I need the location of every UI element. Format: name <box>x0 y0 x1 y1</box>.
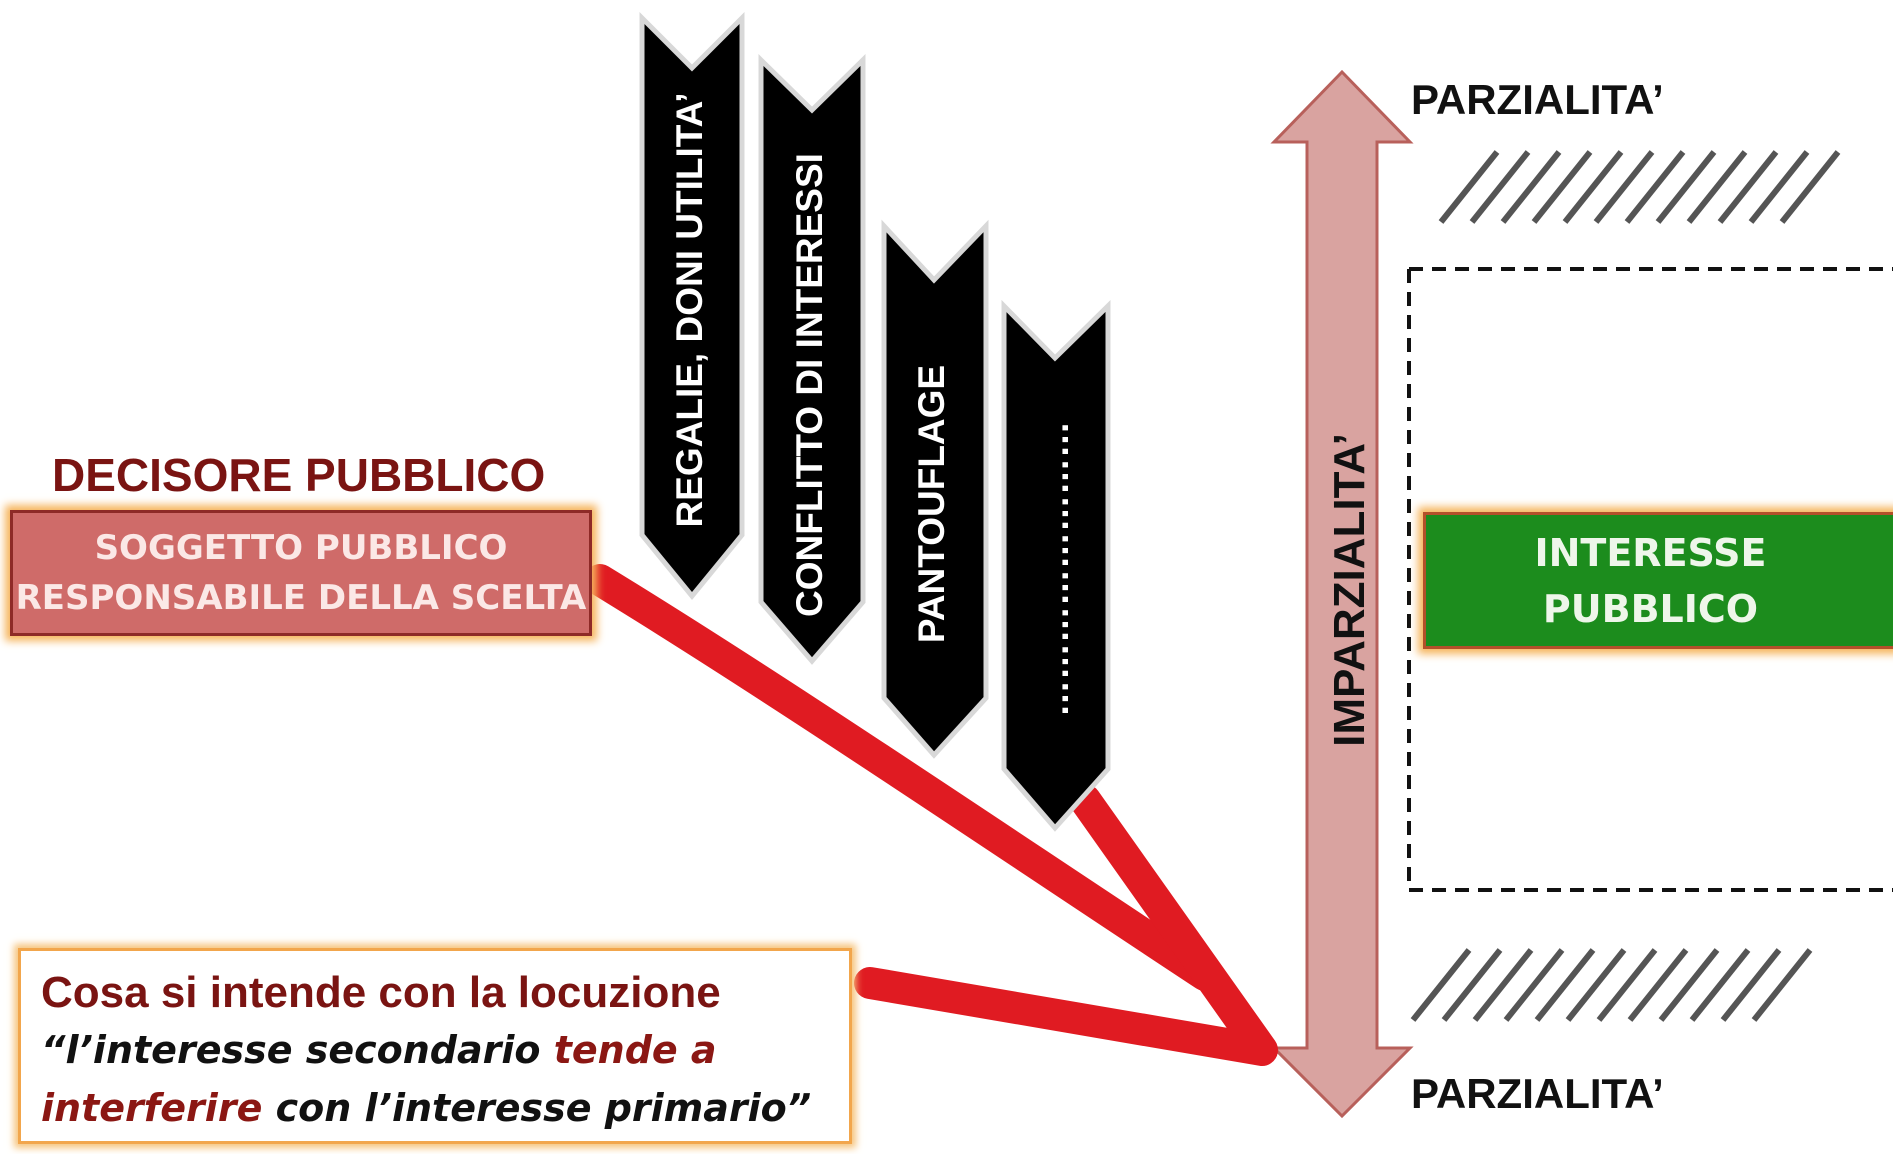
soggetto-pubblico-box: SOGGETTO PUBBLICO RESPONSABILE DELLA SCE… <box>10 510 592 636</box>
question-box: Cosa si intende con la locuzione “l’inte… <box>18 948 852 1144</box>
chevron-label-regalie: REGALIE, DONI UTILITA’ <box>669 92 710 528</box>
interesse-line-2: PUBBLICO <box>1542 586 1759 631</box>
interesse-pubblico-box: INTERESSE PUBBLICO <box>1423 512 1893 649</box>
hatching-bottom <box>1410 948 1813 1022</box>
question-title: Cosa si intende con la locuzione <box>41 968 721 1017</box>
chevron-ellipsis <box>1001 299 1111 832</box>
chevron-label-ellipsis: …………………… <box>1035 421 1076 717</box>
chevron-label-conflitto: CONFLITTO DI INTERESSI <box>789 153 830 617</box>
chevron-regalie <box>639 11 745 600</box>
interesse-line-1: INTERESSE <box>1534 530 1767 575</box>
question-highlight-interferire: interferire <box>41 1086 263 1130</box>
decisore-pubblico-title: DECISORE PUBBLICO <box>52 449 546 501</box>
parzialita-bottom-label: PARZIALITA’ <box>1411 1070 1664 1117</box>
imparzialita-label: IMPARZIALITA’ <box>1325 433 1374 747</box>
soggetto-line-1: SOGGETTO PUBBLICO <box>94 528 508 568</box>
chevron-label-pantouflage: PANTOUFLAGE <box>911 364 952 644</box>
chevron-pantouflage <box>881 219 989 759</box>
parzialita-top-label: PARZIALITA’ <box>1411 76 1664 123</box>
chevron-conflitto <box>758 54 866 665</box>
imparzialita-axis-arrow <box>1270 69 1414 1119</box>
question-line-2-a: “l’interesse secondario <box>41 1028 554 1072</box>
soggetto-line-2: RESPONSABILE DELLA SCELTA <box>15 578 587 618</box>
question-line-3: interferire con l’interesse primario” <box>41 1079 849 1137</box>
hatching-top <box>1438 150 1841 224</box>
question-line-3-b: con l’interesse primario” <box>262 1086 812 1130</box>
dashed-frame <box>1407 267 1893 892</box>
question-highlight-tende: tende a <box>553 1028 717 1072</box>
red-interference-arrow <box>584 564 1278 1066</box>
question-line-2: “l’interesse secondario tende a <box>41 1021 849 1079</box>
